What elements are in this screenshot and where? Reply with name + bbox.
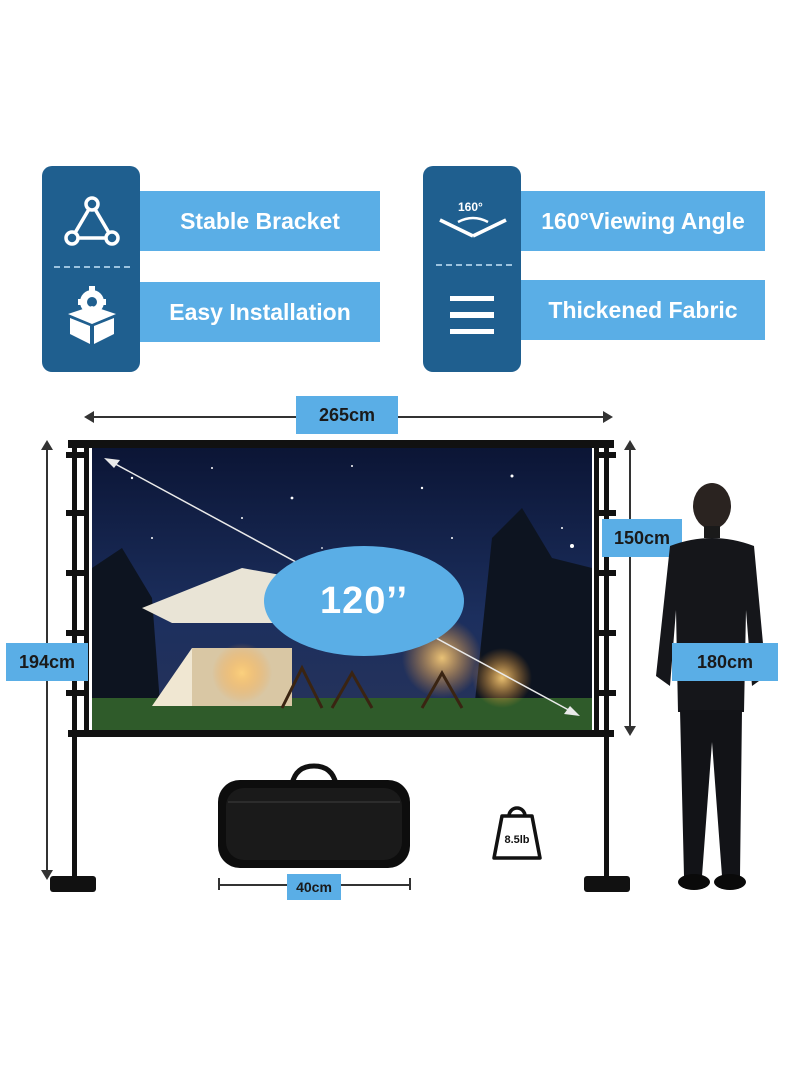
person-silhouette xyxy=(648,480,774,894)
frame-clip xyxy=(596,452,616,458)
frame-bottom-bar xyxy=(68,730,614,737)
bag-width-label: 40cm xyxy=(287,874,341,900)
panel-divider xyxy=(436,264,512,266)
bag-width-value: 40cm xyxy=(296,879,332,895)
frame-clip xyxy=(596,570,616,576)
viewing-angle-icon: 160° xyxy=(436,196,510,244)
arrow-down-icon xyxy=(624,726,636,736)
feature-label: Stable Bracket xyxy=(180,207,340,234)
person-height-value: 180cm xyxy=(696,651,754,672)
screen-size-badge: 120’’ xyxy=(264,546,464,656)
layers-icon xyxy=(448,294,496,336)
frame-left-post xyxy=(84,440,89,735)
frame-clip xyxy=(66,510,86,516)
feature-label: Thickened Fabric xyxy=(548,296,738,323)
frame-right-post xyxy=(594,440,599,735)
total-height-label: 194cm xyxy=(6,643,88,681)
feature-stable-bracket: Stable Bracket xyxy=(140,191,380,251)
frame-clip xyxy=(66,452,86,458)
arrow-down-icon xyxy=(41,870,53,880)
arrow-right-icon xyxy=(603,411,613,423)
frame-right-foot xyxy=(584,876,630,892)
bag-width-tick xyxy=(218,878,220,890)
panel-divider xyxy=(54,266,130,268)
width-value: 265cm xyxy=(318,404,376,425)
feature-panel-right xyxy=(423,166,521,372)
frame-clip xyxy=(596,630,616,636)
feature-label: 160°Viewing Angle xyxy=(541,207,745,234)
screen-size-value: 120’’ xyxy=(319,579,409,622)
frame-left-foot xyxy=(50,876,96,892)
weight-icon: 8.5lb xyxy=(492,800,542,862)
arrow-left-icon xyxy=(84,411,94,423)
frame-clip xyxy=(66,630,86,636)
arrow-up-icon xyxy=(41,440,53,450)
frame-clip xyxy=(66,570,86,576)
feature-viewing-angle: 160°Viewing Angle xyxy=(521,191,765,251)
feature-thickened-fabric: Thickened Fabric xyxy=(521,280,765,340)
screen-height-line xyxy=(629,448,631,730)
frame-clip xyxy=(66,690,86,696)
bag-width-tick xyxy=(409,878,411,890)
weight-value: 8.5lb xyxy=(504,834,530,846)
gear-box-icon xyxy=(62,284,122,346)
frame-clip xyxy=(596,690,616,696)
triangle-nodes-icon xyxy=(64,196,120,248)
screen-height-value: 150cm xyxy=(613,527,671,548)
total-height-value: 194cm xyxy=(18,651,76,672)
screen-height-label: 150cm xyxy=(602,519,682,557)
carry-bag xyxy=(216,762,412,870)
angle-text: 160° xyxy=(458,200,483,214)
person-height-label: 180cm xyxy=(672,643,778,681)
feature-easy-installation: Easy Installation xyxy=(140,282,380,342)
feature-label: Easy Installation xyxy=(169,298,351,325)
arrow-up-icon xyxy=(624,440,636,450)
frame-clip xyxy=(596,510,616,516)
frame-top-bar xyxy=(68,440,614,448)
width-label: 265cm xyxy=(296,396,398,434)
frame-right-post xyxy=(604,440,609,880)
